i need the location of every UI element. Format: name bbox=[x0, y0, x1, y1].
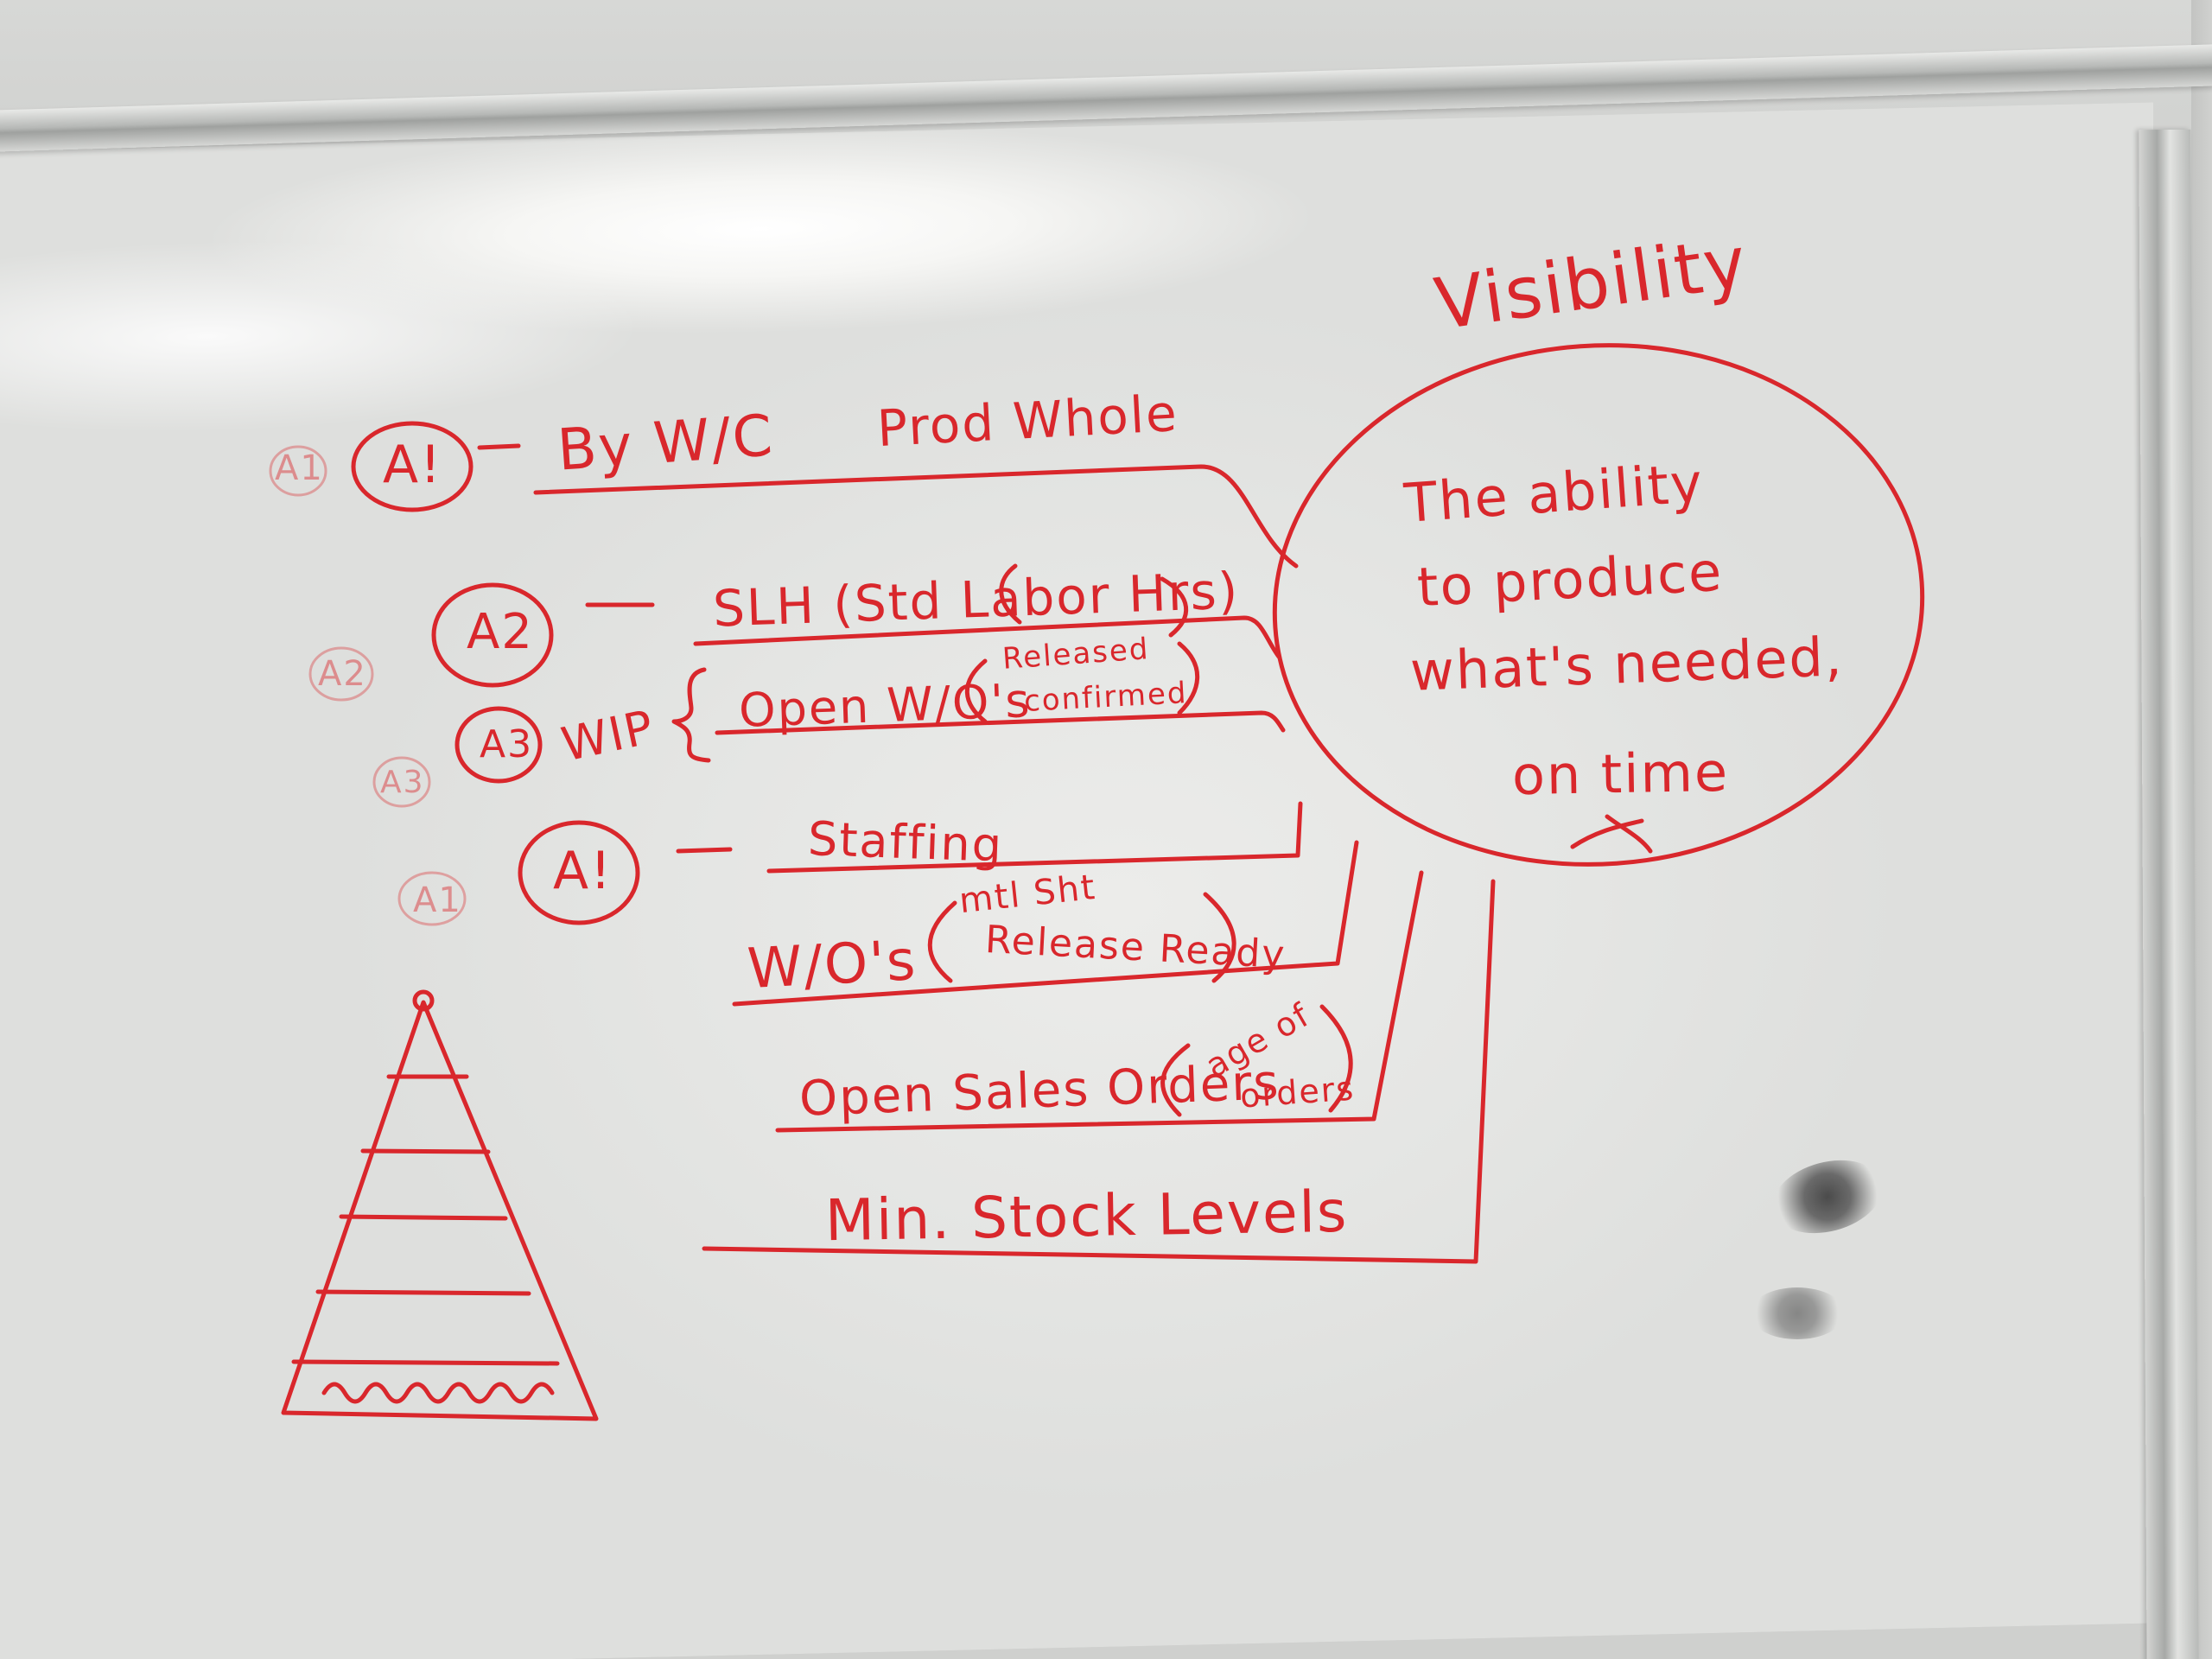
badge-3: A3 bbox=[480, 722, 534, 766]
badge-circle-3 bbox=[454, 706, 543, 784]
connector-line-4 bbox=[766, 801, 1303, 874]
item-7-label: Min. Stock Levels bbox=[824, 1178, 1349, 1255]
item-3-label: Open W/O's bbox=[737, 673, 1033, 738]
connector-line-6 bbox=[775, 870, 1424, 1133]
margin-note-3: A3 bbox=[380, 765, 425, 800]
connector-line-5 bbox=[732, 840, 1359, 1007]
margin-note-4: A1 bbox=[413, 880, 462, 920]
margin-circle-4 bbox=[397, 871, 467, 926]
badge-4: A! bbox=[553, 841, 613, 901]
connector-line-1 bbox=[533, 464, 1299, 569]
item-1-extra: Prod Whole bbox=[875, 383, 1180, 459]
paren-a bbox=[964, 658, 988, 724]
circle-line-3: what's needed, bbox=[1408, 625, 1845, 703]
margin-circle-3 bbox=[372, 756, 431, 808]
badge-circle-4 bbox=[518, 820, 640, 925]
margin-note-2: A2 bbox=[318, 654, 367, 694]
margin-circle-2 bbox=[308, 646, 374, 702]
paren-d bbox=[1203, 892, 1236, 983]
circle-tail bbox=[1570, 814, 1653, 854]
margin-note-1: A1 bbox=[275, 448, 324, 488]
item-3-note-line-2: confirmed bbox=[1023, 676, 1189, 719]
badge-circle-1 bbox=[351, 421, 474, 512]
connector-line-7 bbox=[702, 879, 1496, 1264]
item-5-label: W/O's bbox=[746, 928, 918, 1002]
smudge-2 bbox=[1750, 1287, 1845, 1339]
paren-c bbox=[927, 900, 957, 983]
paren-h bbox=[1160, 576, 1188, 638]
item-6-note-line-2: orders bbox=[1238, 1069, 1357, 1116]
margin-circle-1 bbox=[269, 445, 327, 497]
connector-line-3 bbox=[715, 710, 1286, 735]
pyramid-band-4 bbox=[315, 1289, 531, 1296]
circle-line-2: to produce bbox=[1415, 539, 1725, 620]
pyramid-band-3 bbox=[339, 1214, 508, 1221]
pyramid-band-5 bbox=[291, 1359, 560, 1366]
item-4-label: Staffing bbox=[806, 811, 1005, 873]
wip-brace bbox=[671, 667, 711, 763]
connector-line-2 bbox=[693, 615, 1281, 659]
pyramid-outline bbox=[281, 1000, 599, 1421]
pyramid-top-dot bbox=[412, 989, 435, 1012]
definition-circle bbox=[1272, 343, 1925, 867]
badge-2: A2 bbox=[467, 604, 534, 660]
paren-f bbox=[1319, 1004, 1353, 1113]
pyramid-band-2 bbox=[360, 1148, 491, 1154]
circle-line-4: on time bbox=[1511, 740, 1730, 808]
dash-3 bbox=[676, 847, 733, 854]
badge-1: A! bbox=[383, 435, 443, 495]
dash-1 bbox=[477, 443, 521, 450]
paren-b bbox=[1177, 641, 1200, 715]
pyramid-wave bbox=[321, 1382, 555, 1404]
paren-e bbox=[1160, 1043, 1191, 1117]
paren-g bbox=[999, 563, 1022, 625]
item-1-label: By W/C bbox=[555, 402, 777, 484]
badge-circle-2 bbox=[431, 582, 554, 688]
